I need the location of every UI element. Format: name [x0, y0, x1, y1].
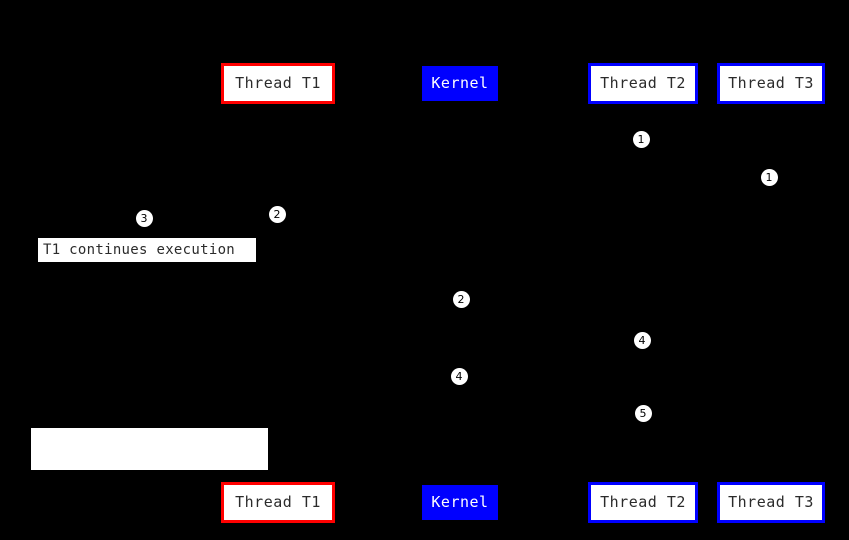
lifeline-t1: [278, 104, 279, 482]
participant-box-t1[interactable]: Thread T1: [221, 63, 335, 104]
participant-label: Thread T1: [235, 493, 321, 511]
step-marker-number: 2: [457, 292, 465, 306]
note-blank: [31, 428, 268, 470]
participant-box-t2b[interactable]: Thread T2: [588, 482, 698, 523]
participant-label: Thread T2: [600, 74, 686, 92]
participant-label: Kernel: [431, 74, 489, 92]
note-t1-continues: T1 continues execution: [37, 237, 257, 263]
participant-label: Thread T1: [235, 74, 321, 92]
lifeline-t2: [643, 104, 644, 482]
step-marker-number: 4: [455, 369, 463, 383]
step-marker-4: 4: [450, 367, 468, 385]
lifeline-t3: [771, 104, 772, 482]
participant-box-kernel[interactable]: Kernel: [422, 66, 498, 101]
step-marker-number: 1: [765, 170, 773, 184]
step-marker-number: 1: [637, 132, 645, 146]
participant-label: Kernel: [431, 493, 489, 511]
step-marker-4: 4: [633, 331, 651, 349]
participant-box-t2[interactable]: Thread T2: [588, 63, 698, 104]
step-marker-3: 3: [135, 209, 153, 227]
step-marker-number: 2: [273, 207, 281, 221]
step-marker-number: 5: [639, 406, 647, 420]
participant-box-kernelb[interactable]: Kernel: [422, 485, 498, 520]
participant-label: Thread T3: [728, 493, 814, 511]
step-marker-2: 2: [268, 205, 286, 223]
step-marker-1: 1: [760, 168, 778, 186]
step-marker-2: 2: [452, 290, 470, 308]
participant-box-t1b[interactable]: Thread T1: [221, 482, 335, 523]
step-marker-5: 5: [634, 404, 652, 422]
participant-label: Thread T2: [600, 493, 686, 511]
note-text: T1 continues execution: [43, 242, 236, 258]
step-marker-number: 4: [638, 333, 646, 347]
step-marker-1: 1: [632, 130, 650, 148]
step-marker-number: 3: [140, 211, 148, 225]
participant-label: Thread T3: [728, 74, 814, 92]
participant-box-t3[interactable]: Thread T3: [717, 63, 825, 104]
participant-box-t3b[interactable]: Thread T3: [717, 482, 825, 523]
